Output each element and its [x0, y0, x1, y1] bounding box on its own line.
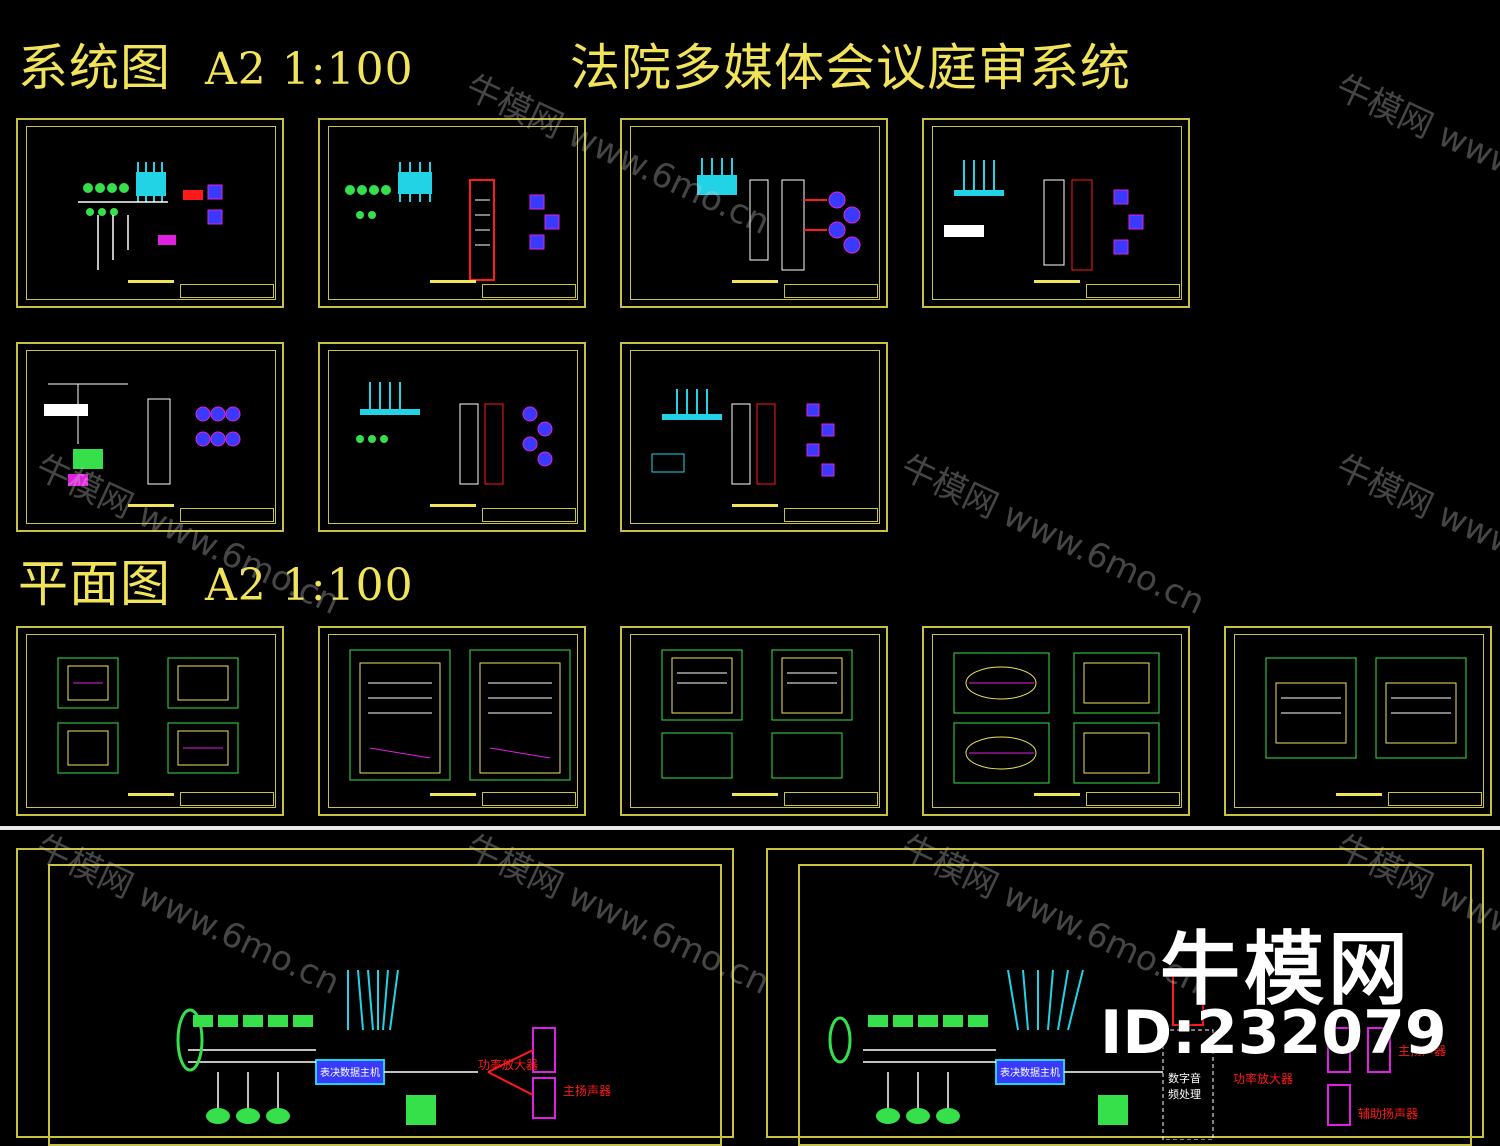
- system-sheet-2-drawing: [345, 162, 560, 283]
- floor-plan-sheet-3[interactable]: [620, 626, 888, 816]
- floor-plan-sheet-2-drawing: [349, 649, 571, 796]
- floor-plan-sheet-3-drawing: [661, 649, 853, 796]
- floor-plan-sheet-4[interactable]: [922, 626, 1190, 816]
- detail-sheet-right[interactable]: 表决数据主机 数字音频处理 功率放大器 主扬声器 辅助扬声器: [766, 848, 1484, 1146]
- floor-plan-sheet-4-drawing: [953, 652, 1160, 796]
- floor-plan-sheet-1[interactable]: [16, 626, 284, 816]
- system-sheet-2[interactable]: [318, 118, 586, 308]
- floor-plan-sheet-1-drawing: [57, 657, 239, 796]
- floor-plan-label: 平面图: [18, 555, 171, 613]
- system-sheet-4[interactable]: [922, 118, 1190, 308]
- detail-right-speaker-label: 主扬声器: [1398, 1044, 1447, 1058]
- system-sheet-7-drawing: [651, 389, 835, 507]
- system-sheet-5-drawing: [44, 383, 241, 507]
- system-sheet-6[interactable]: [318, 342, 586, 532]
- system-sheet-6-drawing: [356, 382, 553, 507]
- floor-plan-sheet-2[interactable]: [318, 626, 586, 816]
- detail-right-amp-label: 功率放大器: [1233, 1072, 1294, 1086]
- system-sheet-4-drawing: [944, 160, 1144, 283]
- section-divider: [0, 826, 1500, 830]
- system-sheet-7[interactable]: [620, 342, 888, 532]
- system-sheet-5[interactable]: [16, 342, 284, 532]
- floor-plan-scale: A2 1:100: [205, 560, 414, 611]
- system-diagram-scale: A2 1:100: [205, 44, 414, 95]
- detail-sheet-right-drawing: [828, 969, 1391, 1140]
- system-sheet-1[interactable]: [16, 118, 284, 308]
- detail-right-aux-speaker-label: 辅助扬声器: [1358, 1107, 1419, 1121]
- watermark: 牛模网 www.6mo.cn: [1329, 447, 1500, 623]
- system-sheet-3-drawing: [697, 158, 861, 283]
- brand-logo: 牛模网: [1160, 923, 1412, 1016]
- detail-right-digital-label: 数字音频处理: [1168, 1072, 1201, 1101]
- page-title: 法院多媒体会议庭审系统: [570, 39, 1131, 97]
- watermark: 牛模网 www.6mo.cn: [1329, 67, 1500, 243]
- detail-left-host-label: 表决数据主机: [320, 1068, 380, 1079]
- asset-id: ID:232079: [1100, 998, 1447, 1068]
- detail-sheet-left-drawing: [176, 969, 556, 1125]
- floor-plan-sheet-5-drawing: [1265, 657, 1467, 796]
- detail-left-amp-label: 功率放大器: [478, 1058, 539, 1072]
- detail-left-speaker-label: 主扬声器: [563, 1084, 612, 1098]
- system-diagram-label: 系统图: [18, 39, 171, 97]
- floor-plan-sheet-5[interactable]: [1224, 626, 1492, 816]
- watermark: 牛模网 www.6mo.cn: [894, 447, 1211, 623]
- detail-right-host-label: 表决数据主机: [1000, 1068, 1060, 1079]
- system-sheet-1-drawing: [78, 162, 223, 283]
- system-sheet-3[interactable]: [620, 118, 888, 308]
